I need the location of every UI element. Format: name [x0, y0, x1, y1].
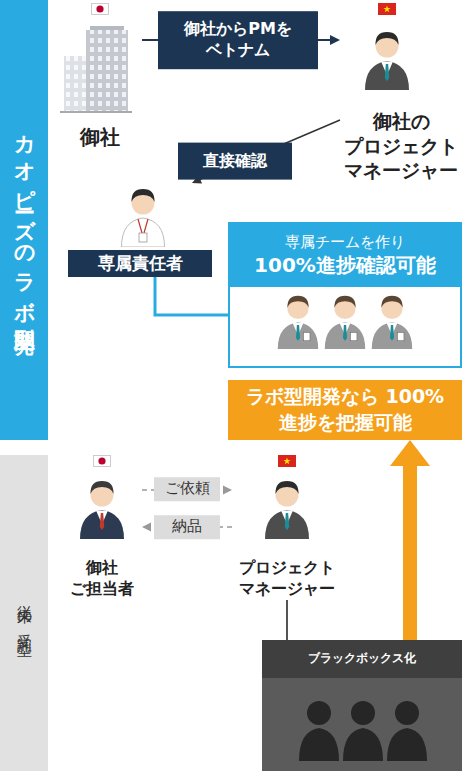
- result-box: ラボ型開発なら 100%進捗を把握可能: [228, 380, 462, 440]
- edge-label: 納品: [154, 515, 220, 539]
- person-icon: [372, 296, 412, 349]
- connector: [142, 486, 232, 495]
- connector-line: [199, 120, 340, 180]
- connector: [142, 35, 340, 45]
- section-band: 従来の受託型: [0, 455, 48, 771]
- connector-line: [286, 600, 288, 640]
- arrow-head: [390, 440, 430, 466]
- person-icon: [365, 32, 409, 90]
- arrow-head: [192, 175, 202, 183]
- connector-line: [403, 465, 417, 640]
- client-node: 御社 ご担当者: [62, 475, 142, 600]
- japan-flag: [94, 456, 111, 467]
- team-box: 専属チームを作り100%進捗確認可能: [228, 222, 462, 368]
- edge-label: ご依頼: [154, 477, 220, 501]
- node-text: 御社の プロジェクト マネージャー: [340, 109, 462, 183]
- silhouette-icon: [299, 701, 339, 761]
- person-icon: [265, 481, 309, 539]
- company-node: 御社: [58, 25, 142, 150]
- node-text: 御社: [58, 124, 142, 150]
- connector: [155, 277, 228, 315]
- connector: [192, 120, 340, 184]
- node-text: 従来の受託型: [14, 593, 34, 634]
- edge-label: 御社からPMを ベトナム: [158, 11, 318, 69]
- connector: [142, 523, 232, 532]
- japan-flag: [92, 4, 109, 15]
- node-text: カオピーズのラボ型開発: [10, 120, 37, 321]
- person-icon: [122, 189, 165, 247]
- node-text: プロジェクト マネージャー: [232, 558, 342, 600]
- box-header: ブラックボックス化: [262, 640, 462, 678]
- manager-node: 御社の プロジェクト マネージャー: [340, 25, 462, 183]
- silhouette-icon: [343, 701, 383, 761]
- arrow-head: [330, 35, 340, 45]
- silhouette-icon: [387, 701, 427, 761]
- node-text: 御社 ご担当者: [62, 558, 142, 600]
- building-icon: [60, 26, 132, 113]
- vietnam-flag: [278, 455, 296, 467]
- node-text: ブラックボックス化: [308, 651, 416, 667]
- connector-line: [150, 526, 232, 528]
- arrow-head: [142, 523, 151, 532]
- person-icon: [278, 296, 318, 349]
- blackbox-box: ブラックボックス化: [262, 640, 462, 771]
- section-band: カオピーズのラボ型開発: [0, 0, 48, 440]
- connector: [287, 600, 288, 640]
- box-header: 専属チームを作り100%進捗確認可能: [230, 224, 460, 287]
- connector-line: [155, 277, 228, 315]
- person-icon: [80, 481, 124, 539]
- node-text: 専属チームを作り: [285, 233, 405, 253]
- person-icon: [325, 296, 365, 349]
- node-text: ラボ型開発なら 100%進捗を把握可能: [228, 384, 462, 435]
- node-text: 100%進捗確認可能: [254, 252, 436, 278]
- connector-line: [142, 489, 224, 491]
- manager-node: プロジェクト マネージャー: [232, 475, 342, 600]
- edge-label: 直接確認: [178, 143, 292, 180]
- vietnam-flag: [378, 3, 396, 15]
- node-text: 専属責任者: [68, 250, 212, 277]
- arrow-head: [223, 486, 232, 495]
- leader-node: 専属責任者: [68, 183, 212, 277]
- connector: [390, 440, 430, 640]
- connector-line: [142, 39, 331, 41]
